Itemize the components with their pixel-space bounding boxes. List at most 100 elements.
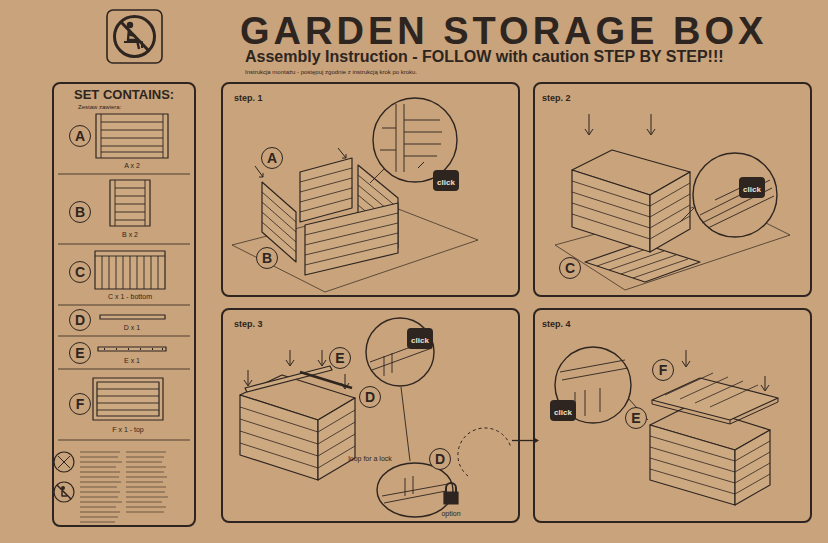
step2-illustration — [650, 183, 690, 239]
part-a-drawing — [96, 114, 168, 158]
row-separator — [58, 369, 190, 370]
part-e-drawing — [98, 347, 166, 351]
panel-heading: step. 1 — [234, 93, 263, 103]
step3-illustration — [300, 372, 352, 388]
part-c-drawing — [95, 251, 165, 289]
panel-heading: SET CONTAINS: — [74, 88, 174, 103]
step3-illustration — [401, 387, 410, 461]
row-separator — [58, 440, 190, 441]
step2-illustration — [680, 208, 694, 222]
step2-illustration — [572, 170, 650, 252]
fine-print-lines — [80, 452, 168, 522]
title: GARDEN STORAGE BOX — [240, 11, 767, 51]
step1-illustration — [418, 162, 424, 168]
step4-illustration — [652, 378, 778, 420]
row-separator — [58, 174, 190, 175]
callout-letter-text: E — [335, 351, 344, 365]
callout-letter: B — [69, 201, 91, 223]
part-a-drawing — [96, 114, 168, 158]
step3-illustration — [458, 428, 511, 476]
part-quantity: F x 1 - top — [112, 426, 144, 434]
step2-illustration — [572, 181, 650, 239]
step1-illustration — [262, 192, 296, 252]
step2-illustration — [597, 247, 688, 278]
step4-illustration — [682, 350, 769, 391]
step1-illustration — [232, 98, 478, 292]
step2-illustration — [555, 114, 790, 290]
step4-illustration — [652, 398, 778, 424]
callout-letter-text: D — [365, 390, 375, 404]
fine-print-lines — [126, 452, 168, 512]
step4-illustration — [650, 425, 735, 505]
row-separator — [58, 336, 190, 337]
part-b-drawing — [110, 180, 150, 226]
step-arrow — [512, 440, 533, 441]
part-e-drawing — [104, 348, 163, 350]
step-panel: step. 4FEclick — [533, 308, 812, 523]
callout-letter: C — [69, 261, 91, 283]
part-a-drawing — [101, 114, 163, 158]
click-badge: click — [739, 177, 765, 198]
warning-icons — [57, 485, 71, 499]
callout-letter: D — [69, 309, 91, 331]
step-panel: step. 3EDclickD — [221, 308, 520, 523]
panel-heading: step. 4 — [542, 319, 571, 329]
step-panel: step. 2 Cclick — [533, 82, 812, 297]
part-quantity: D x 1 — [124, 324, 140, 332]
step1-illustration — [305, 213, 398, 265]
part-f-drawing — [93, 378, 163, 420]
part-d-drawing — [100, 315, 165, 319]
part-quantity: C x 1 - bottom — [108, 293, 152, 301]
panel-heading: step. 2 — [542, 93, 571, 103]
subtitle-translation: Instrukcja montażu - postępuj zgodnie z … — [245, 69, 417, 76]
step3-illustration — [318, 398, 355, 480]
click-badge: click — [407, 328, 433, 349]
part-quantity: A x 2 — [124, 162, 140, 170]
part-c-drawing — [95, 256, 165, 289]
callout-letter: D — [429, 448, 451, 470]
step4-illustration — [555, 347, 631, 423]
callout-note: option — [441, 510, 460, 518]
part-e-drawing — [98, 347, 166, 351]
callout-letter-text: D — [75, 313, 85, 327]
part-b-drawing — [110, 180, 150, 226]
row-separator — [58, 244, 190, 245]
step1-illustration — [300, 158, 352, 222]
step4-illustration — [735, 430, 770, 505]
step2-illustration — [650, 172, 690, 252]
callout-letter-text: C — [565, 261, 575, 275]
callout-letter-text: A — [75, 129, 85, 143]
step1-illustration — [380, 104, 442, 172]
warning-icons — [54, 482, 74, 502]
step-panel: step. 1ABclick — [221, 82, 520, 297]
part-quantity: B x 2 — [122, 231, 138, 239]
callout-letter: C — [559, 257, 581, 279]
step4-illustration — [665, 373, 758, 407]
step3-illustration — [240, 407, 318, 468]
illustration — [54, 10, 790, 522]
callout-letter: B — [256, 247, 278, 269]
step1-illustration — [305, 203, 398, 275]
step3-illustration — [382, 476, 448, 503]
step1-illustration — [338, 148, 346, 158]
click-text: click — [411, 336, 429, 345]
callout-letter: F — [652, 359, 674, 381]
click-text: click — [437, 178, 455, 187]
row-separator — [58, 174, 190, 440]
step2-illustration — [693, 153, 777, 237]
step3-illustration — [446, 483, 456, 492]
step3-illustration — [377, 463, 453, 517]
part-f-drawing — [93, 378, 163, 420]
callout-letter-text: F — [659, 363, 668, 377]
step4-illustration — [735, 441, 770, 494]
callout-letter: A — [69, 125, 91, 147]
subtitle: Assembly Instruction - FOLLOW with cauti… — [245, 48, 724, 66]
fine-print-lines — [80, 452, 122, 522]
no-sitting-icon — [107, 10, 162, 63]
callout-letter-text: D — [435, 452, 445, 466]
step3-illustration — [240, 318, 511, 517]
callout-letter: D — [359, 386, 381, 408]
callout-letter: E — [69, 342, 91, 364]
callout-letter-text: F — [76, 397, 85, 411]
